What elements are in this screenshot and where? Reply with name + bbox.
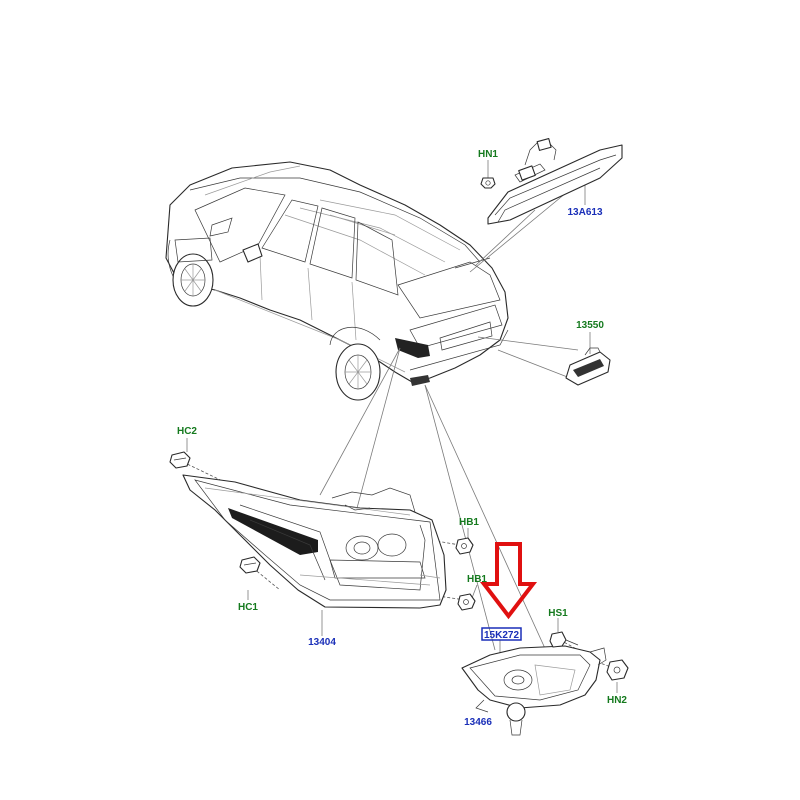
label-15K272: 15K272 [484, 630, 519, 641]
nut-hn2 [606, 659, 629, 681]
callout-labels: HN1 13A613 13550 HC2 HB1 HB1 HC1 13404 1… [177, 149, 627, 728]
label-hb1-lower: HB1 [467, 574, 487, 585]
label-13550: 13550 [576, 320, 604, 331]
bolt-hb1-upper [455, 537, 474, 555]
vehicle-illustration [165, 161, 509, 401]
tail-lamp-assembly-13404 [182, 474, 447, 609]
label-hs1: HS1 [548, 608, 568, 619]
high-mount-stop-lamp-13A613 [487, 138, 623, 225]
clip-hc1 [239, 556, 261, 574]
nut-hn1 [480, 177, 496, 189]
label-hn1: HN1 [478, 149, 498, 160]
label-13A613: 13A613 [567, 207, 602, 218]
label-hc2: HC2 [177, 426, 197, 437]
rear-fog-lamp-15K272 [461, 645, 607, 713]
label-hn2: HN2 [607, 695, 627, 706]
bolt-hb1-lower [457, 593, 476, 611]
license-plate-lamp-13550 [565, 347, 611, 386]
leader-lines [182, 160, 618, 693]
highlight-box-15K272 [481, 627, 522, 641]
label-hb1-upper: HB1 [459, 517, 479, 528]
screw-hs1 [549, 631, 579, 648]
label-hc1: HC1 [238, 602, 258, 613]
label-13404: 13404 [308, 637, 336, 648]
label-13466: 13466 [464, 717, 492, 728]
bulb-13466 [506, 702, 526, 736]
highlight-arrow [479, 542, 538, 620]
clip-hc2 [169, 451, 191, 469]
